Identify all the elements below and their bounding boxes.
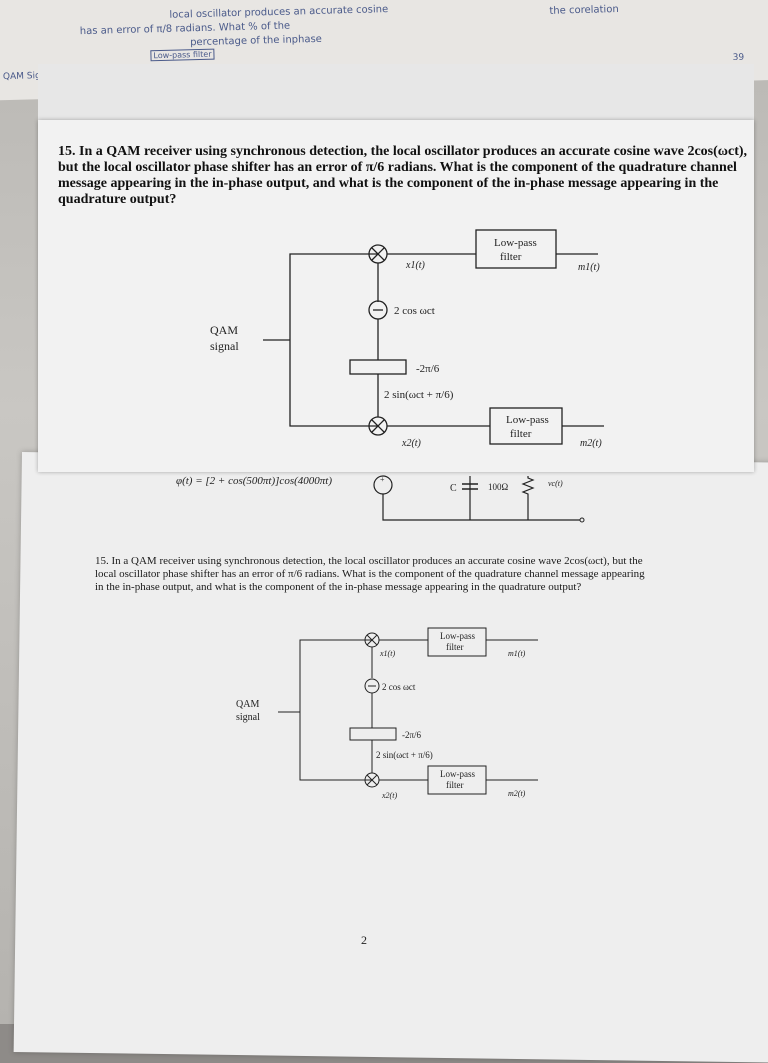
qam-diagram-top: x1(t) Low-pass filter m1(t) 2 cos ωct QA…: [210, 229, 604, 449]
signal-label-m2: m2(t): [580, 438, 602, 449]
lpf-label: filter: [500, 251, 522, 263]
signal-label-m2: m2(t): [508, 789, 526, 798]
qam-label: signal: [236, 712, 260, 723]
signal-label-m1: m1(t): [508, 649, 526, 658]
low-pass-filter-top: [427, 627, 487, 657]
phase-shifter-icon: [349, 359, 407, 375]
lpf-label: filter: [446, 780, 464, 790]
question-text-bottom: 15. In a QAM receiver using synchronous …: [95, 555, 645, 593]
lpf-label: Low-pass: [440, 631, 475, 641]
sin-label: 2 sin(ωct + π/6): [376, 750, 433, 760]
source-plus-icon: +: [380, 475, 385, 484]
phase-label: -2π/6: [402, 730, 422, 740]
voltage-label: vc(t): [548, 479, 563, 488]
signal-label-m1: m1(t): [578, 262, 600, 273]
qam-label: signal: [210, 339, 239, 353]
qam-diagram-bottom: x1(t) Low-pass filter m1(t) 2 cos ωct QA…: [236, 627, 538, 800]
qam-label: QAM: [236, 699, 259, 710]
zoomed-question-card: 15. In a QAM receiver using synchronous …: [38, 120, 754, 472]
signal-label-x1: x1(t): [405, 260, 426, 271]
low-pass-filter-top: [475, 229, 557, 269]
phase-label: -2π/6: [416, 363, 440, 375]
signal-label-x2: x2(t): [401, 438, 422, 449]
circuit-equation: φ(t) = [2 + cos(500πt)]cos(4000πt): [176, 475, 332, 487]
lpf-label: Low-pass: [494, 237, 537, 249]
oscillator-label: 2 cos ωct: [394, 305, 435, 317]
page-number: 2: [361, 933, 367, 947]
qam-label: QAM: [210, 323, 238, 337]
resistor-label: 100Ω: [488, 482, 509, 492]
lpf-label: Low-pass: [506, 414, 549, 426]
card-top-strip: [38, 64, 754, 122]
signal-label-x2: x2(t): [381, 791, 397, 800]
lpf-label: filter: [510, 428, 532, 440]
resistor-icon: [521, 476, 535, 520]
oscillator-label: 2 cos ωct: [382, 682, 416, 692]
question-text-top: 15. In a QAM receiver using synchronous …: [58, 144, 748, 207]
phase-shifter-icon: [349, 727, 397, 741]
lpf-label: Low-pass: [440, 769, 475, 779]
signal-label-x1: x1(t): [379, 649, 395, 658]
capacitor-label: C: [450, 483, 457, 494]
lpf-label: filter: [446, 642, 464, 652]
circuit-snippet: + C 100Ω vc(t): [373, 475, 585, 523]
sin-label: 2 sin(ωct + π/6): [384, 389, 454, 401]
